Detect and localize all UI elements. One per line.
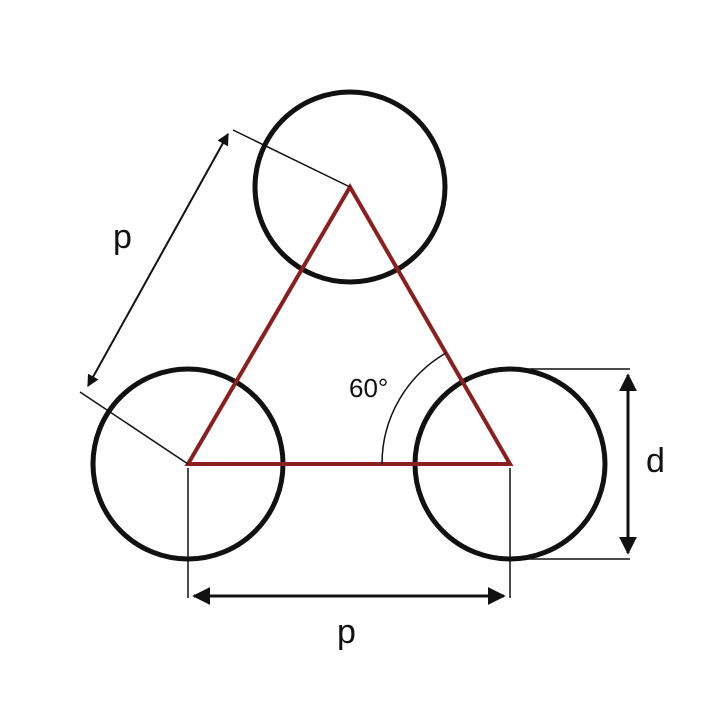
pitch-top-arrow [87,132,229,388]
pitch-triangle [184,183,514,466]
angle-label: 60° [349,373,388,403]
extension-line-top [232,129,351,188]
diameter-label: d [646,442,665,480]
angle-arc [381,352,447,465]
extension-line-left [79,391,189,465]
pitch-top-label: p [113,218,132,256]
top-circle [252,89,448,285]
pitch-bottom-label: p [337,613,356,651]
